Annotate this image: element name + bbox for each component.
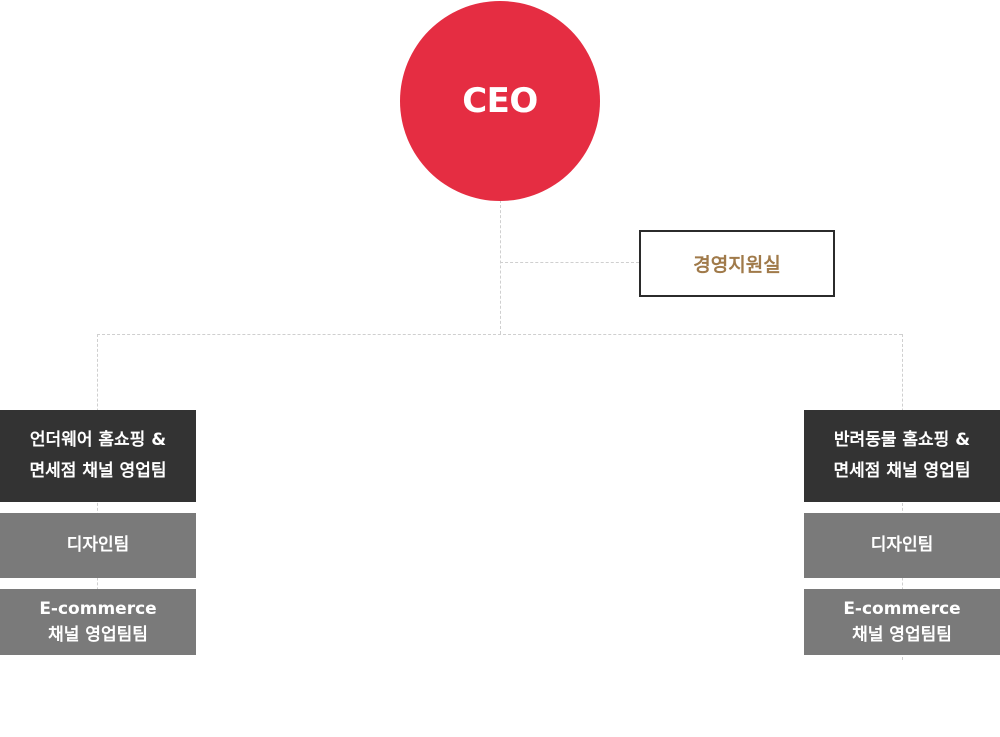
ceo-node: CEO (400, 1, 600, 201)
right-design-team-label: 디자인팀 (870, 535, 934, 555)
left-division-title-line2: 면세점 채널 영업팀 (29, 461, 167, 481)
left-ecommerce-node: E-commerce 채널 영업팀팀 (0, 589, 196, 655)
support-office-label: 경영지원실 (693, 254, 781, 276)
left-design-team-label: 디자인팀 (66, 535, 130, 555)
right-ecommerce-line2: 채널 영업팀팀 (852, 625, 952, 645)
left-ecommerce-line2: 채널 영업팀팀 (48, 625, 148, 645)
right-ecommerce-node: E-commerce 채널 영업팀팀 (804, 589, 1000, 655)
right-division-title-line2: 면세점 채널 영업팀 (833, 461, 971, 481)
division-bar-line (97, 334, 902, 335)
right-division-node: 반려동물 홈쇼핑 & 면세점 채널 영업팀 (804, 410, 1000, 502)
ceo-label: CEO (462, 81, 538, 121)
support-office-node: 경영지원실 (639, 230, 835, 297)
ceo-stem-line (500, 200, 501, 334)
right-ecommerce-line1: E-commerce (843, 599, 961, 619)
right-division-title-line1: 반려동물 홈쇼핑 & (833, 430, 971, 450)
left-division-node: 언더웨어 홈쇼핑 & 면세점 채널 영업팀 (0, 410, 196, 502)
left-design-team-node: 디자인팀 (0, 513, 196, 578)
left-ecommerce-line1: E-commerce (39, 599, 157, 619)
right-design-team-node: 디자인팀 (804, 513, 1000, 578)
left-division-title-line1: 언더웨어 홈쇼핑 & (29, 430, 167, 450)
support-branch-line (500, 262, 639, 263)
